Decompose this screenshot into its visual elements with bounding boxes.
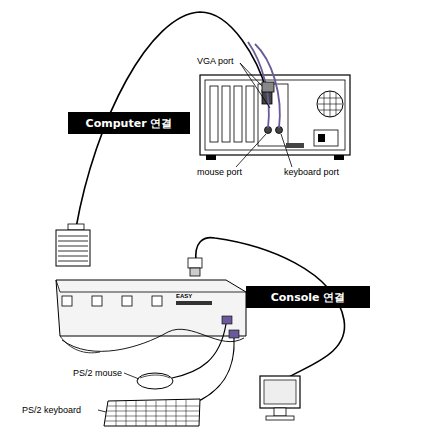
ps2-plug [222,316,232,324]
ps2-keyboard [104,399,200,426]
monitor-neck [274,408,286,416]
case-foot [334,155,344,160]
kvm-port [122,296,132,306]
mouse-cable [172,324,226,378]
part-label: VGA port [197,56,234,67]
box-label: Console 연결 [271,291,346,304]
mouse-button [140,375,170,378]
part-label: mouse port [197,167,242,178]
keyboard-cable [192,338,234,404]
monitor [260,376,300,408]
computer-case [200,75,350,155]
text-box: Console 연결 [246,286,370,308]
console-plug [188,258,202,268]
vga-plug [262,82,274,92]
power-switch [318,134,325,142]
connector-neck [68,224,84,230]
monitor-base [266,416,294,420]
leader-line [236,134,266,167]
kvm-switch [56,280,246,336]
case-foot [206,155,216,160]
kvm-port [152,296,162,306]
part-label: PS/2 mouse [73,368,122,379]
part-label: EASY [176,293,192,300]
kvm-badge [176,301,212,305]
part-label: keyboard port [284,167,339,178]
vga-cable [76,12,267,228]
kvm-port [92,296,102,306]
fan-grille-lines [318,91,342,117]
vga-connector [56,230,90,266]
back-panel [205,80,345,150]
leader-line [281,134,292,167]
keyboard-keys [105,400,199,426]
cable-tray [62,329,244,351]
leader-line [240,63,262,86]
power-socket [314,130,338,146]
connector-grip [58,236,88,261]
cable-tray [60,336,100,353]
expansion-slot [246,86,254,142]
io-panel [258,84,288,146]
kvm-port [62,296,72,306]
expansion-slot [234,86,242,142]
part-label: PS/2 keyboard [22,405,81,416]
keyboard-cable [255,44,280,128]
port-strip [286,143,304,148]
ps2-mouse [137,373,173,389]
leader-line [124,373,139,379]
kvm-edge [56,280,246,292]
leader-line [240,63,270,108]
box-label: Computer 연결 [86,117,173,130]
leader-line [98,410,106,412]
monitor-screen [264,380,296,404]
text-box: Computer 연결 [68,112,190,134]
expansion-slot [210,86,218,142]
expansion-slot [222,86,230,142]
fan-grille [317,91,343,117]
console-plug-body [190,268,200,276]
ps2-plug [229,330,239,338]
